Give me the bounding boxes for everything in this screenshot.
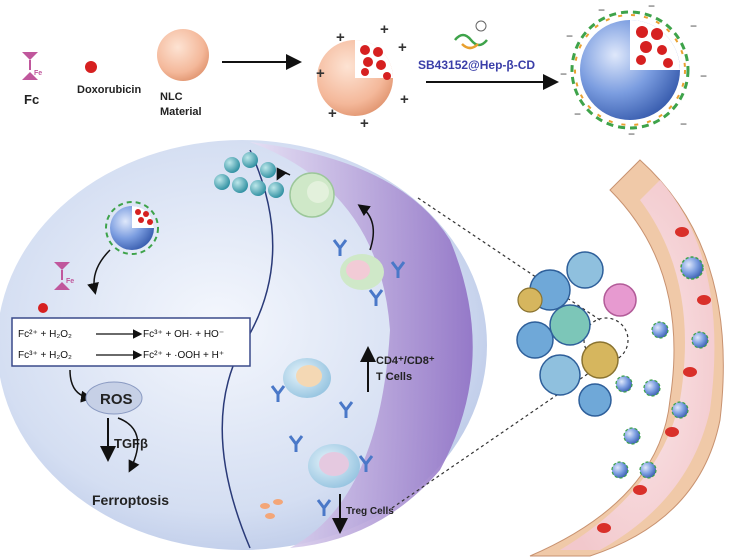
cd-label-line2: T Cells	[376, 371, 412, 383]
doxorubicin-dot-small	[38, 303, 48, 313]
minus-sign: −	[560, 67, 567, 81]
fc-label: Fc	[24, 92, 39, 107]
vessel-nanoparticles	[611, 256, 709, 479]
ferroptosis-label: Ferroptosis	[92, 492, 169, 508]
released-particles	[260, 499, 283, 519]
minus-sign: −	[566, 29, 573, 43]
red-blood-cells	[597, 227, 711, 533]
doxorubicin-label: Doxorubicin	[77, 84, 141, 96]
tumor-cells	[516, 251, 637, 417]
t-cell-cd	[283, 358, 331, 398]
t-cell-green	[340, 254, 384, 290]
minus-sign: −	[690, 19, 697, 33]
minus-sign: −	[700, 69, 707, 83]
fc-icon-small	[54, 262, 70, 290]
minus-sign: −	[628, 127, 635, 141]
loaded-nlc-particle	[317, 40, 393, 116]
antibody-icons	[270, 239, 406, 516]
plus-sign: +	[398, 39, 407, 56]
plus-sign: +	[400, 91, 409, 108]
treg-label: Treg Cells	[346, 506, 394, 517]
fe-label-small: Fe	[66, 278, 74, 285]
coated-nanoparticle	[570, 10, 690, 130]
ros-label: ROS	[100, 391, 133, 408]
cd-label-line1: CD4⁺/CD8⁺	[376, 355, 435, 367]
fc-icon	[22, 52, 38, 80]
reaction-1-left: Fc²⁺ + H₂O₂	[18, 329, 72, 340]
arrow-release	[276, 167, 291, 181]
activated-t-cell	[289, 172, 335, 218]
doxorubicin-dot	[85, 61, 97, 73]
step-label: SB43152@Hep-β-CD	[418, 58, 535, 72]
zoom-line-top	[417, 197, 601, 321]
fe-label: Fe	[34, 70, 42, 77]
ros-bubble	[85, 381, 143, 415]
nlc-label-line1: NLC	[160, 91, 183, 103]
minus-sign: −	[574, 107, 581, 121]
reaction-2-right: Fc²⁺ + ·OOH + H⁺	[143, 350, 224, 361]
reaction-1-right: Fc³⁺ + OH· + HO⁻	[143, 329, 224, 340]
nlc-label-line2: Material	[160, 106, 202, 118]
plus-sign: +	[380, 21, 389, 38]
minus-sign: −	[598, 3, 605, 17]
plus-sign: +	[328, 105, 337, 122]
tgfb-label: TGFβ	[114, 436, 148, 451]
arrow-activation	[357, 204, 375, 251]
nanoparticle-small	[105, 201, 159, 255]
arrow-to-ferroptosis	[117, 417, 140, 473]
reaction-box	[11, 317, 251, 367]
minus-sign: −	[648, 0, 655, 13]
blood-vessel	[529, 159, 724, 557]
nlc-sphere	[157, 29, 209, 81]
minus-sign: −	[680, 117, 687, 131]
arrow-release-fc	[87, 249, 111, 295]
cytokine-cluster	[214, 152, 284, 198]
plus-sign: +	[316, 65, 325, 82]
polymer-strand-icon	[454, 20, 488, 50]
reaction-2-left: Fc³⁺ + H₂O₂	[18, 350, 72, 361]
t-cell-treg	[308, 444, 360, 488]
plus-sign: +	[336, 29, 345, 46]
plus-sign: +	[360, 115, 369, 132]
